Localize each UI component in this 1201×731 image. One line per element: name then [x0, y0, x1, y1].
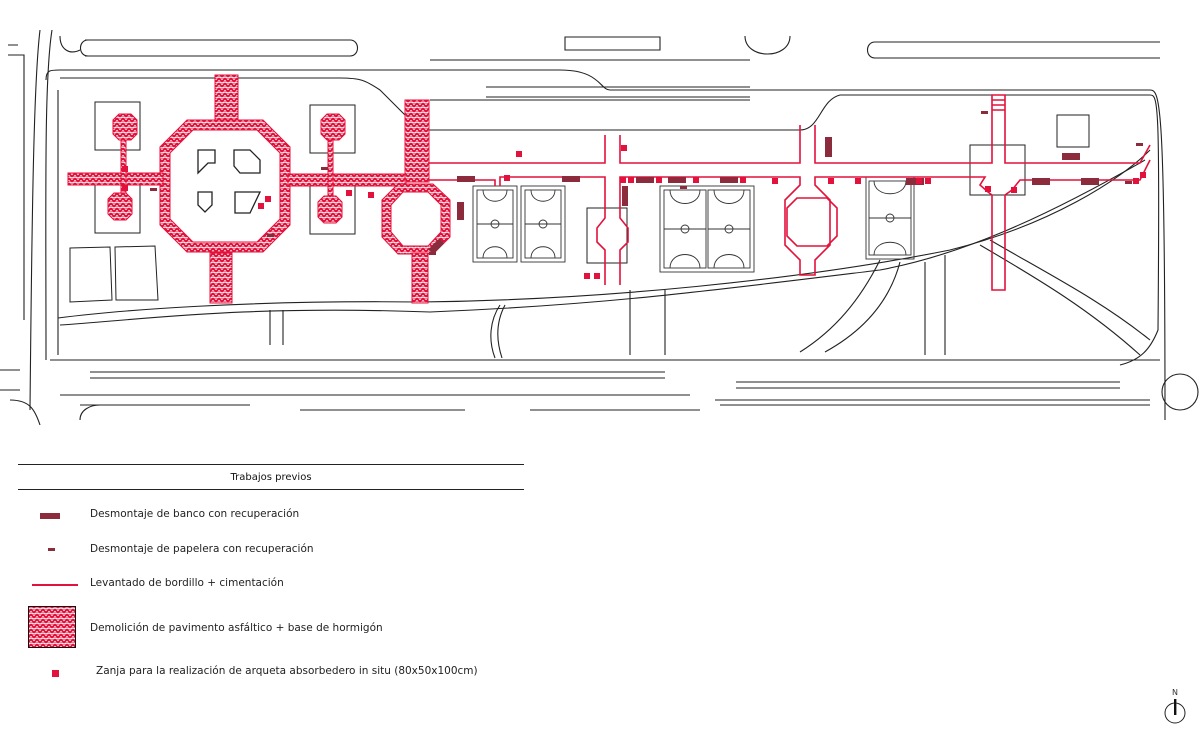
legend: Trabajos previos Desmontaje de banco con… — [18, 464, 524, 677]
hatch-symbol — [28, 606, 76, 648]
site-plan — [0, 30, 1199, 426]
legend-label: Desmontaje de banco con recuperación — [90, 508, 300, 520]
street-lines — [0, 30, 1199, 426]
legend-label: Zanja para la realización de arqueta abs… — [96, 665, 478, 677]
legend-label: Desmontaje de papelera con recuperación — [90, 543, 314, 555]
legend-label: Demolición de pavimento asfáltico + base… — [90, 622, 383, 634]
sports-courts — [472, 176, 915, 273]
bin-symbol — [48, 548, 55, 551]
legend-top-rule — [18, 464, 524, 465]
bench-symbol — [40, 513, 60, 519]
legend-title: Trabajos previos — [230, 472, 312, 483]
curb-line-symbol — [32, 584, 78, 586]
legend-label: Levantado de bordillo + cimentación — [90, 577, 284, 589]
benches — [428, 137, 1099, 255]
legend-bottom-rule — [18, 489, 524, 490]
bins — [150, 111, 1143, 255]
central-plaza-benches — [197, 149, 262, 214]
curb-removal-lines — [428, 94, 1151, 291]
north-label: N — [1172, 688, 1178, 697]
trench-symbol — [52, 670, 59, 677]
north-arrow-icon — [1164, 699, 1186, 724]
north-arrow: N — [1163, 688, 1187, 728]
trenches — [122, 145, 1146, 279]
